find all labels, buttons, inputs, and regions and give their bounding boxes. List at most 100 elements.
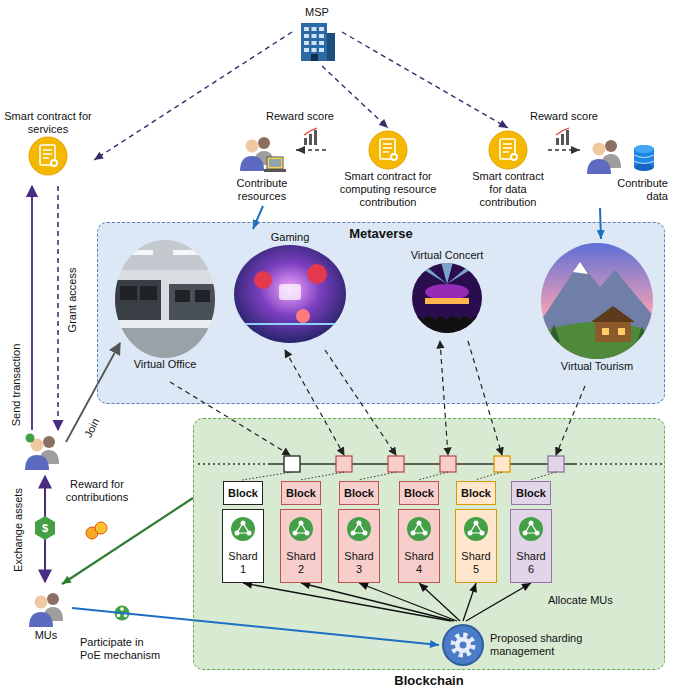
region-title: Metaverse bbox=[98, 226, 664, 241]
graphic bbox=[50, 159, 58, 167]
graphic bbox=[115, 328, 215, 358]
app-node: Gaming bbox=[229, 229, 351, 346]
personDB-icon bbox=[582, 133, 668, 177]
tourism-icon bbox=[540, 242, 654, 360]
graphic bbox=[556, 386, 585, 455]
manager-node: Proposed sharding management bbox=[439, 621, 591, 669]
connector bbox=[597, 208, 605, 239]
graphic bbox=[57, 186, 59, 430]
node-label: Gaming bbox=[271, 231, 310, 244]
node-label: Virtual Concert bbox=[411, 249, 484, 262]
graphic bbox=[494, 456, 510, 472]
connector bbox=[94, 32, 292, 160]
graphic bbox=[440, 456, 456, 472]
graphic bbox=[115, 240, 215, 358]
shard-icon bbox=[518, 516, 544, 542]
graphic bbox=[319, 34, 324, 38]
graphic bbox=[304, 41, 309, 45]
graphic bbox=[169, 284, 215, 320]
graphic bbox=[346, 516, 372, 542]
graphic bbox=[312, 34, 317, 38]
contract-node: Smart contract for services bbox=[2, 104, 94, 182]
graphic bbox=[573, 262, 588, 274]
graphic bbox=[512, 155, 516, 159]
personLaptop-icon bbox=[237, 133, 287, 177]
graphic bbox=[66, 343, 120, 442]
graphic bbox=[247, 531, 252, 536]
graphic bbox=[468, 531, 473, 536]
metaverse-region: MetaverseVirtual Office GamingVirtual Con… bbox=[97, 222, 665, 404]
graphic bbox=[284, 456, 300, 472]
shard-icon bbox=[230, 516, 256, 542]
graphic bbox=[234, 245, 346, 343]
graphic bbox=[43, 150, 52, 158]
node-label: Proposed sharding management bbox=[490, 632, 589, 658]
shard-box: Shard 1 bbox=[222, 509, 264, 583]
graphic bbox=[312, 41, 317, 45]
arrow-head bbox=[571, 146, 580, 154]
graphic bbox=[258, 137, 270, 149]
contract-icon bbox=[488, 130, 528, 170]
block-box: Block bbox=[281, 481, 321, 505]
graphic bbox=[556, 128, 569, 135]
graphic bbox=[95, 522, 107, 534]
node-label: Smart contract for computing resource co… bbox=[328, 170, 448, 209]
graphic bbox=[175, 290, 190, 302]
graphic bbox=[246, 140, 259, 153]
graphic bbox=[242, 472, 556, 480]
graphic bbox=[299, 521, 304, 526]
graphic bbox=[29, 612, 53, 627]
arrow-head bbox=[469, 583, 477, 593]
graphic bbox=[231, 517, 255, 541]
graphic bbox=[336, 456, 352, 472]
connector bbox=[342, 32, 508, 128]
graphic bbox=[115, 240, 215, 358]
graphic bbox=[587, 159, 611, 174]
graphic bbox=[293, 531, 298, 536]
shard-box: Shard 6 bbox=[510, 509, 552, 583]
graphic bbox=[503, 144, 512, 152]
graphic bbox=[319, 27, 324, 31]
graphic bbox=[47, 593, 59, 605]
node-label: Virtual Office bbox=[134, 358, 197, 371]
graphic bbox=[406, 516, 432, 542]
graphic bbox=[392, 155, 396, 159]
graphic bbox=[347, 517, 371, 541]
graphic bbox=[269, 159, 281, 167]
graphic bbox=[529, 521, 534, 526]
graphic bbox=[556, 138, 559, 145]
app-to-chain-link bbox=[170, 341, 585, 455]
graphic bbox=[296, 309, 310, 323]
graphic bbox=[358, 472, 396, 480]
graphic bbox=[453, 635, 473, 655]
contract-icon bbox=[28, 136, 68, 176]
graphic bbox=[425, 298, 469, 304]
office-icon bbox=[115, 240, 215, 358]
app-node: Virtual Tourism bbox=[533, 239, 661, 375]
graphic bbox=[480, 531, 485, 536]
contract-node: Smart contract for data contribution bbox=[468, 128, 548, 211]
graphic bbox=[417, 521, 422, 526]
graphic bbox=[198, 463, 270, 464]
app-node: Virtual Concert bbox=[399, 247, 495, 336]
graphic bbox=[311, 54, 318, 61]
graphic bbox=[444, 626, 482, 664]
graphic bbox=[319, 41, 324, 45]
node-label: Block bbox=[516, 487, 546, 500]
graphic bbox=[463, 516, 489, 542]
connector-line bbox=[463, 583, 476, 621]
graphic bbox=[40, 145, 55, 165]
graphic bbox=[634, 145, 654, 153]
node-label: Block bbox=[461, 487, 491, 500]
app-node: Virtual Office bbox=[109, 237, 221, 373]
graphic bbox=[475, 472, 502, 480]
connector-line bbox=[62, 498, 193, 584]
free-label: Send transaction bbox=[10, 344, 23, 427]
block-box: Block bbox=[399, 481, 439, 505]
graphic bbox=[307, 264, 327, 284]
node-label: Block bbox=[228, 487, 258, 500]
graphic bbox=[460, 642, 467, 649]
connector-line bbox=[253, 206, 263, 229]
graphic bbox=[540, 242, 654, 360]
chart-icon bbox=[304, 128, 317, 145]
